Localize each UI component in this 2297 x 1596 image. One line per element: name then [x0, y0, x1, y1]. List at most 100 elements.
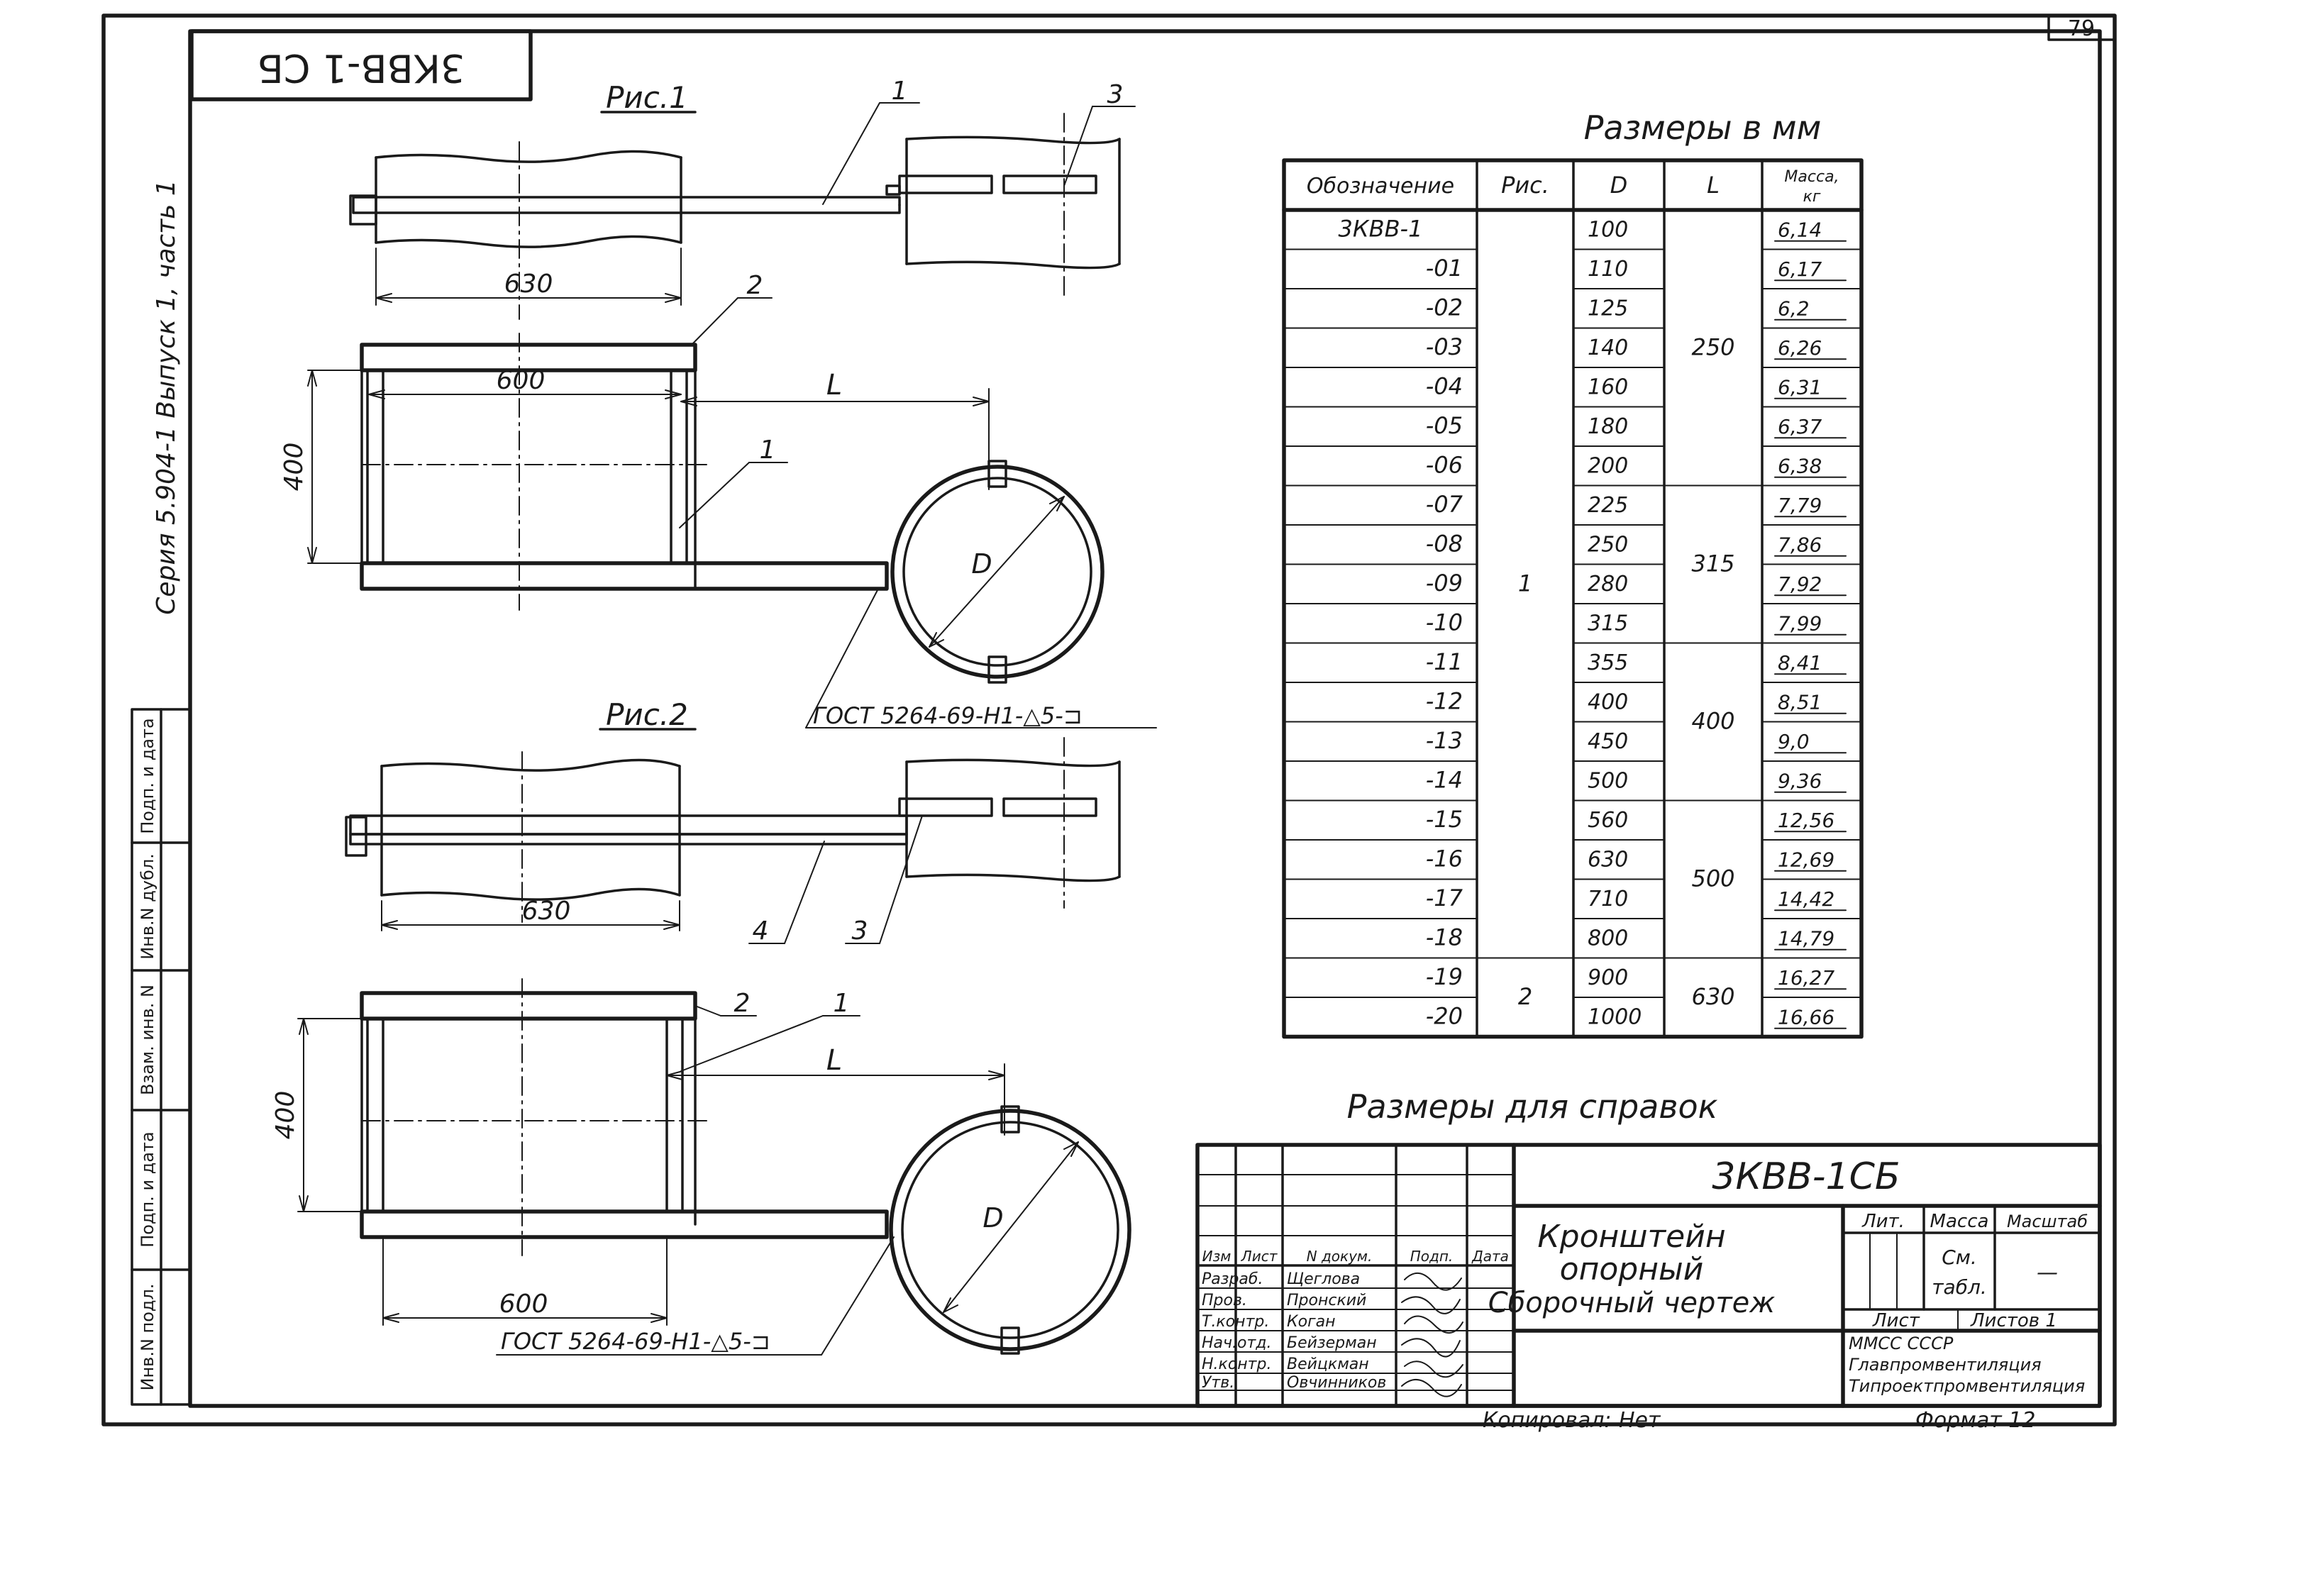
table-cell-code: -12	[1426, 688, 1463, 715]
title-block: Изм Лист N докум. Подп. Дата Разраб.Щегл…	[1195, 1143, 2102, 1408]
table-cell-mass: 7,86	[1778, 533, 1822, 557]
tb-role: Т.контр.	[1202, 1313, 1269, 1331]
fig2-dim-L: L	[826, 1044, 842, 1077]
tb-role: Разраб.	[1202, 1270, 1263, 1288]
table-cell-code: -17	[1426, 885, 1463, 911]
table-cell-d: 560	[1588, 808, 1628, 833]
table-cell-code: -14	[1426, 767, 1463, 794]
fig1-title: Рис.1	[606, 80, 688, 115]
table-cell-code: -10	[1426, 609, 1463, 636]
table-cell-d: 125	[1588, 297, 1628, 321]
table-header-3: L	[1707, 172, 1720, 199]
sheet-number: 79	[2068, 16, 2095, 41]
table-cell-code: -20	[1426, 1003, 1463, 1030]
fig1-callout-3: 3	[1107, 80, 1124, 109]
table-cell-code: -08	[1426, 531, 1463, 558]
tb-lit-label: Лит.	[1861, 1211, 1905, 1232]
tb-roles: Разраб.ЩегловаПров.ПронскийТ.контр.Коган…	[1202, 1270, 1386, 1392]
fig2-callout-1: 1	[834, 989, 850, 1018]
table-cell-code: -09	[1426, 570, 1463, 597]
tb-name-2: опорный	[1560, 1251, 1704, 1287]
table-header-0: Обозначение	[1307, 174, 1454, 199]
fig1-dim-L: L	[826, 369, 842, 401]
table-cell-d: 110	[1588, 257, 1628, 282]
table-cell-d: 200	[1588, 454, 1628, 479]
table-cell-mass: 6,17	[1778, 257, 1822, 281]
tb-role: Н.контр.	[1202, 1356, 1271, 1373]
table-cell-d: 100	[1588, 218, 1628, 243]
fig1-callout-2: 2	[747, 271, 763, 300]
fig1-dim-630: 630	[504, 270, 553, 299]
table-cell-code: -07	[1426, 491, 1463, 518]
table-cell-code: -11	[1426, 648, 1463, 675]
table-title: Размеры в мм	[1584, 109, 1822, 147]
table-cell-d: 355	[1588, 650, 1628, 675]
table-cell-code: -13	[1426, 727, 1463, 754]
table-cell-l: 315	[1691, 550, 1734, 577]
table-cell-code: -04	[1426, 373, 1463, 400]
table-cell-d: 180	[1588, 414, 1628, 439]
tb-mass-value-1: См.	[1942, 1246, 1977, 1269]
figure-2: Рис.2 630 4 3	[271, 697, 1131, 1356]
fig1-dim-400: 400	[279, 443, 309, 492]
fig1-weld-note: ГОСТ 5264-69-Н1-△5-⊐	[813, 702, 1083, 729]
fig2-dim-400: 400	[271, 1091, 300, 1140]
side-strip-cell-0: Подп. и дата	[138, 718, 157, 834]
side-strip-cell-1: Инв.N дубл.	[138, 853, 157, 960]
fig1-callout-1: 1	[760, 436, 776, 465]
tb-col-date: Дата	[1471, 1248, 1509, 1265]
table-cell-mass: 7,92	[1778, 572, 1822, 596]
tb-col-doc: N докум.	[1307, 1248, 1373, 1265]
table-cell-code: -18	[1426, 924, 1463, 951]
table-cell-mass: 6,14	[1778, 218, 1822, 242]
table-cell-d: 225	[1588, 493, 1628, 518]
rotated-stamp-code: 3КВВ-1 СБ	[258, 45, 465, 90]
rotated-stamp: 3КВВ-1 СБ	[189, 29, 533, 101]
fig2-callout-3: 3	[852, 916, 868, 946]
tb-col-list: Лист	[1241, 1248, 1278, 1265]
table-cell-mass: 8,41	[1778, 651, 1822, 675]
table-cell-mass: 14,42	[1778, 887, 1834, 911]
fig2-dim-600: 600	[499, 1290, 548, 1319]
table-cell-code: -15	[1426, 806, 1463, 833]
tb-name-1: Кронштейн	[1537, 1219, 1725, 1255]
side-strip: Подп. и дата Инв.N дубл. Взам. инв. N По…	[131, 708, 192, 1406]
table-cell-mass: 8,51	[1778, 691, 1822, 714]
table-cell-mass: 6,31	[1778, 376, 1822, 399]
copied-value: Нет	[1619, 1408, 1661, 1433]
table-cell-fig: 2	[1518, 983, 1532, 1010]
tb-org-2: Главпромвентиляция	[1849, 1355, 2042, 1375]
series-note: Серия 5.904-1 Выпуск 1, часть 1	[152, 179, 181, 614]
fig1-callout-1-top: 1	[892, 77, 908, 106]
table-cell-code: -16	[1426, 846, 1463, 872]
table-cell-mass: 7,99	[1778, 612, 1822, 636]
table-header-mass: Масса,	[1784, 168, 1839, 186]
table-header-2: D	[1610, 172, 1628, 199]
table-cell-d: 800	[1588, 926, 1628, 951]
tb-role: Пров.	[1202, 1292, 1247, 1309]
table-cell-d: 450	[1588, 729, 1628, 754]
table-cell-code: -19	[1426, 963, 1463, 990]
table-cell-code: -03	[1426, 333, 1463, 360]
copied-label: Копировал:	[1483, 1408, 1612, 1433]
table-cell-l: 500	[1691, 865, 1734, 892]
tb-role-name: Овчинников	[1287, 1374, 1386, 1392]
table-cell-code: -01	[1426, 255, 1463, 282]
tb-scale-label: Масштаб	[2007, 1212, 2088, 1231]
table-cell-l: 250	[1691, 333, 1734, 360]
table-cell-d: 630	[1588, 848, 1628, 872]
fig2-title: Рис.2	[606, 697, 688, 732]
figure-1: Рис.1 630 1 3	[279, 77, 1157, 729]
table-cell-mass: 9,0	[1778, 730, 1810, 753]
table-cell-mass: 16,27	[1778, 966, 1834, 990]
table-cell-d: 400	[1588, 690, 1628, 715]
table-cell-fig: 1	[1518, 570, 1532, 597]
fig2-callout-2: 2	[734, 989, 751, 1018]
tb-role-name: Бейзерман	[1287, 1334, 1377, 1352]
table-cell-code: -02	[1426, 294, 1463, 321]
side-strip-cell-3: Подп. и дата	[138, 1131, 157, 1248]
table-cell-mass: 16,66	[1778, 1006, 1834, 1029]
tb-role-name: Пронский	[1287, 1292, 1366, 1309]
